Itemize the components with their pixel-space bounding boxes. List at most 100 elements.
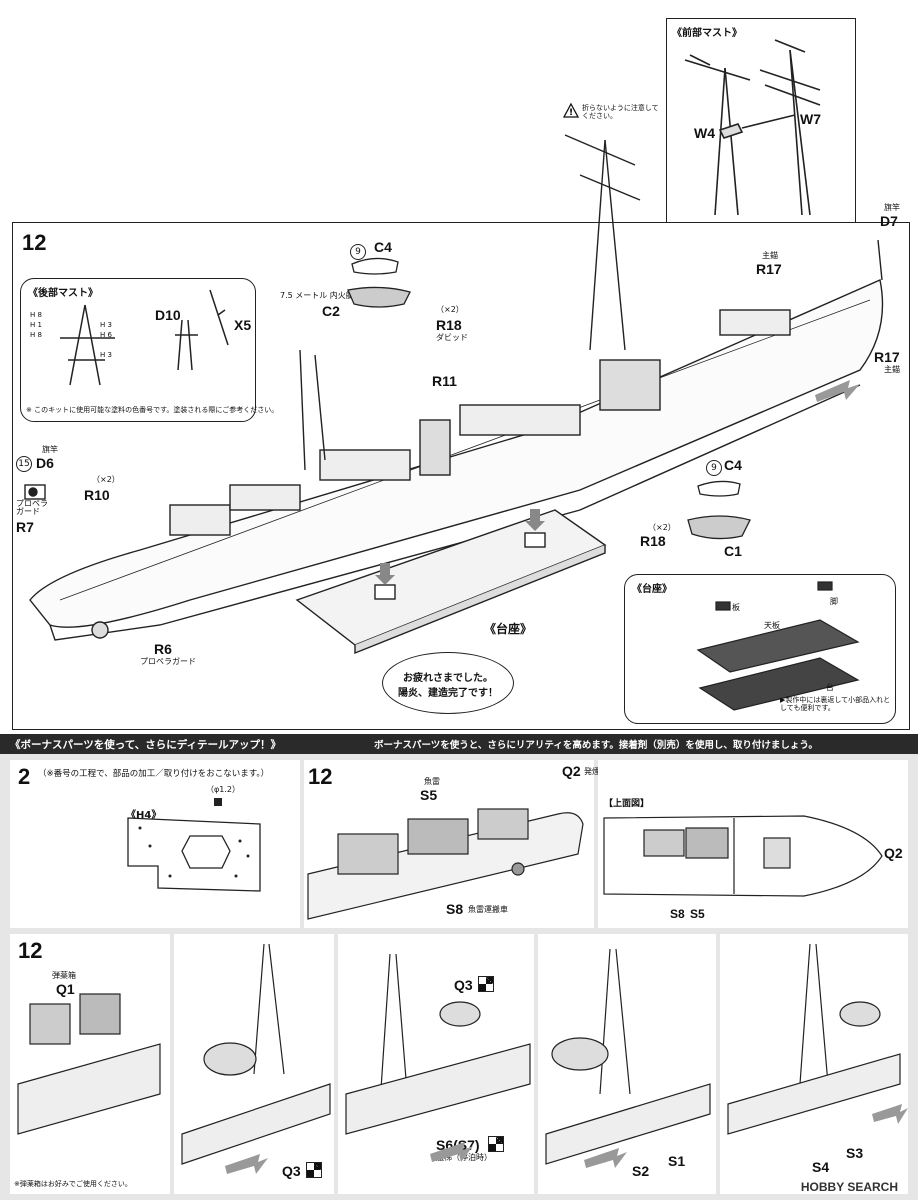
aft-mast-note: ※ このキットに使用可能な塗料の色番号です。塗装される際にご参考ください。 <box>26 406 279 414</box>
part-c1-label: C1 <box>724 543 742 559</box>
fore-mast-drawing <box>684 39 821 216</box>
paint-number-9b: 9 <box>706 460 722 476</box>
boat-c1-c4-drawing <box>687 480 751 540</box>
fore-mast-title: 《前部マスト》 <box>672 28 742 39</box>
svg-text:!: ! <box>569 108 573 118</box>
paint-number-15: 15 <box>16 456 32 472</box>
part-r17-top-caption: 主錨 <box>762 251 778 260</box>
bonus-step2-note: （※番号の工程で、部品の加工／取り付けをおこないます。） <box>38 769 270 779</box>
h-label: H 3 <box>100 351 112 359</box>
h-label: H 8 <box>30 311 42 319</box>
part-r6-caption: プロペラガード <box>140 657 196 666</box>
stand-label-dai: 台 <box>826 683 834 692</box>
part-s3-label: S3 <box>846 1145 864 1161</box>
part-q3-label-b: Q3 <box>454 977 473 993</box>
part-w4-label: W4 <box>694 125 715 141</box>
stand-drawing <box>295 509 607 655</box>
part-r18-top-label: R18 <box>436 317 462 333</box>
part-r18-bottom-label: R18 <box>640 533 666 549</box>
bonus-step2-part: 《H4》 <box>126 810 162 821</box>
stand-exploded-drawing <box>696 581 860 711</box>
part-s2-label: S2 <box>632 1163 650 1179</box>
step-number: 12 <box>22 230 47 255</box>
part-c4-bottom-label: C4 <box>724 457 742 473</box>
part-d7-caption: 旗竿 <box>884 203 900 212</box>
part-q1-caption: 弾薬箱 <box>52 971 76 980</box>
h4-plate-drawing <box>127 798 261 892</box>
part-r7-caption: プロペラ ガード <box>16 499 48 516</box>
bonus-side-ship-drawing <box>307 808 584 920</box>
top-view-title: 【上面図】 <box>604 799 650 809</box>
stand-label-tenban: 天板 <box>764 621 780 630</box>
bubble-line-1: お疲れさまでした。 <box>403 673 493 684</box>
part-r18-bottom-mult: （×2） <box>648 523 676 532</box>
paint-checker-icon <box>488 1136 504 1152</box>
part-q2-caption: 発煙管 <box>584 767 608 776</box>
top-view-drawing <box>603 815 883 897</box>
paint-checker-icon <box>306 1162 322 1178</box>
part-d10-label: D10 <box>155 307 181 323</box>
part-r7-label: R7 <box>16 519 34 535</box>
speech-bubble: お疲れさまでした。 陽炎、建造完了です！ <box>382 652 514 714</box>
bonus-bar-title: 《ボーナスパーツを使って、さらにディテールアップ！》 <box>10 739 282 751</box>
bonus-bar-desc: ボーナスパーツを使うと、さらにリアリティを高めます。接着剤（別売）を使用し、取り… <box>374 740 818 751</box>
part-s5-caption: 魚雷 <box>424 777 440 786</box>
aft-mast-h-labels-right: H 3 H 6 H 3 <box>100 320 112 360</box>
part-d7-label: D7 <box>880 213 898 229</box>
d10-x5-drawing <box>175 289 229 371</box>
part-r17-top-label: R17 <box>756 261 782 277</box>
bonus-step12b-note: ※弾薬箱はお好みでご使用ください。 <box>14 1180 132 1188</box>
part-q1-label: Q1 <box>56 981 75 997</box>
paint-number-9: 9 <box>350 244 366 260</box>
h-label: H 3 <box>100 321 112 329</box>
bonus-detail-drawings <box>17 943 908 1174</box>
stand-title: 《台座》 <box>484 622 533 636</box>
part-r10-label: R10 <box>84 487 110 503</box>
part-s1-label: S1 <box>668 1153 686 1169</box>
ship-drawing <box>24 134 884 641</box>
fore-mast-box <box>666 18 856 236</box>
part-s8-label: S8 <box>446 901 464 917</box>
part-r10-mult: （×2） <box>92 475 120 484</box>
part-r18-top-mult: （×2） <box>436 305 464 314</box>
bubble-line-2: 陽炎、建造完了です！ <box>398 688 498 699</box>
top-view-s8-label: S8 <box>670 907 685 921</box>
part-c4-top-label: C4 <box>374 239 392 255</box>
top-view-q2-label: Q2 <box>884 845 903 861</box>
stand-box-title: 《台座》 <box>632 584 672 595</box>
part-r11-label: R11 <box>432 373 457 389</box>
part-c2-caption: 7.5 メートル 内火艇 <box>280 291 354 300</box>
aft-mast-h-labels: H 8 H 1 H 8 <box>30 310 42 340</box>
h-label: H 8 <box>30 331 42 339</box>
bonus-step12a-number: 12 <box>308 764 333 789</box>
part-x5-label: X5 <box>234 317 252 333</box>
stand-note: ▶製作中には裏返して小部品入れとしても便利です。 <box>780 696 891 713</box>
part-q2-label: Q2 <box>562 763 581 779</box>
bonus-step2-number: 2 <box>18 764 31 789</box>
fore-mast-note: 折らないように注意してください。 <box>582 104 659 121</box>
part-d6-label: D6 <box>36 455 54 471</box>
stand-label-ita: 板 <box>732 603 740 612</box>
bonus-bar: 《ボーナスパーツを使って、さらにディテールアップ！》 ボーナスパーツを使うと、さ… <box>0 734 918 754</box>
boat-c2-c4-drawing <box>347 257 411 308</box>
part-r17-right-caption: 主錨 <box>884 365 900 374</box>
aft-mast-title: 《後部マスト》 <box>28 288 98 299</box>
stand-label-ashi: 脚 <box>830 597 838 606</box>
bonus-step12b-number: 12 <box>18 938 43 963</box>
part-q3-label-a: Q3 <box>282 1163 301 1179</box>
part-s4-label: S4 <box>812 1159 830 1175</box>
aft-mast-drawing <box>60 304 115 386</box>
part-r18-caption: ダビッド <box>436 333 468 342</box>
part-r6-label: R6 <box>154 641 172 657</box>
bonus-step2-drill: （φ1.2） <box>206 785 240 794</box>
part-d6-caption: 旗竿 <box>42 445 58 454</box>
aft-mast-box <box>20 278 256 422</box>
part-r17-right-label: R17 <box>874 349 900 365</box>
h-label: H 1 <box>30 321 42 329</box>
part-s8-caption: 魚雷運搬車 <box>468 905 508 914</box>
part-c2-label: C2 <box>322 303 340 319</box>
h-label: H 6 <box>100 331 112 339</box>
paint-checker-icon <box>478 976 494 992</box>
warning-icon: ! <box>562 102 580 118</box>
part-s5-label: S5 <box>420 787 438 803</box>
